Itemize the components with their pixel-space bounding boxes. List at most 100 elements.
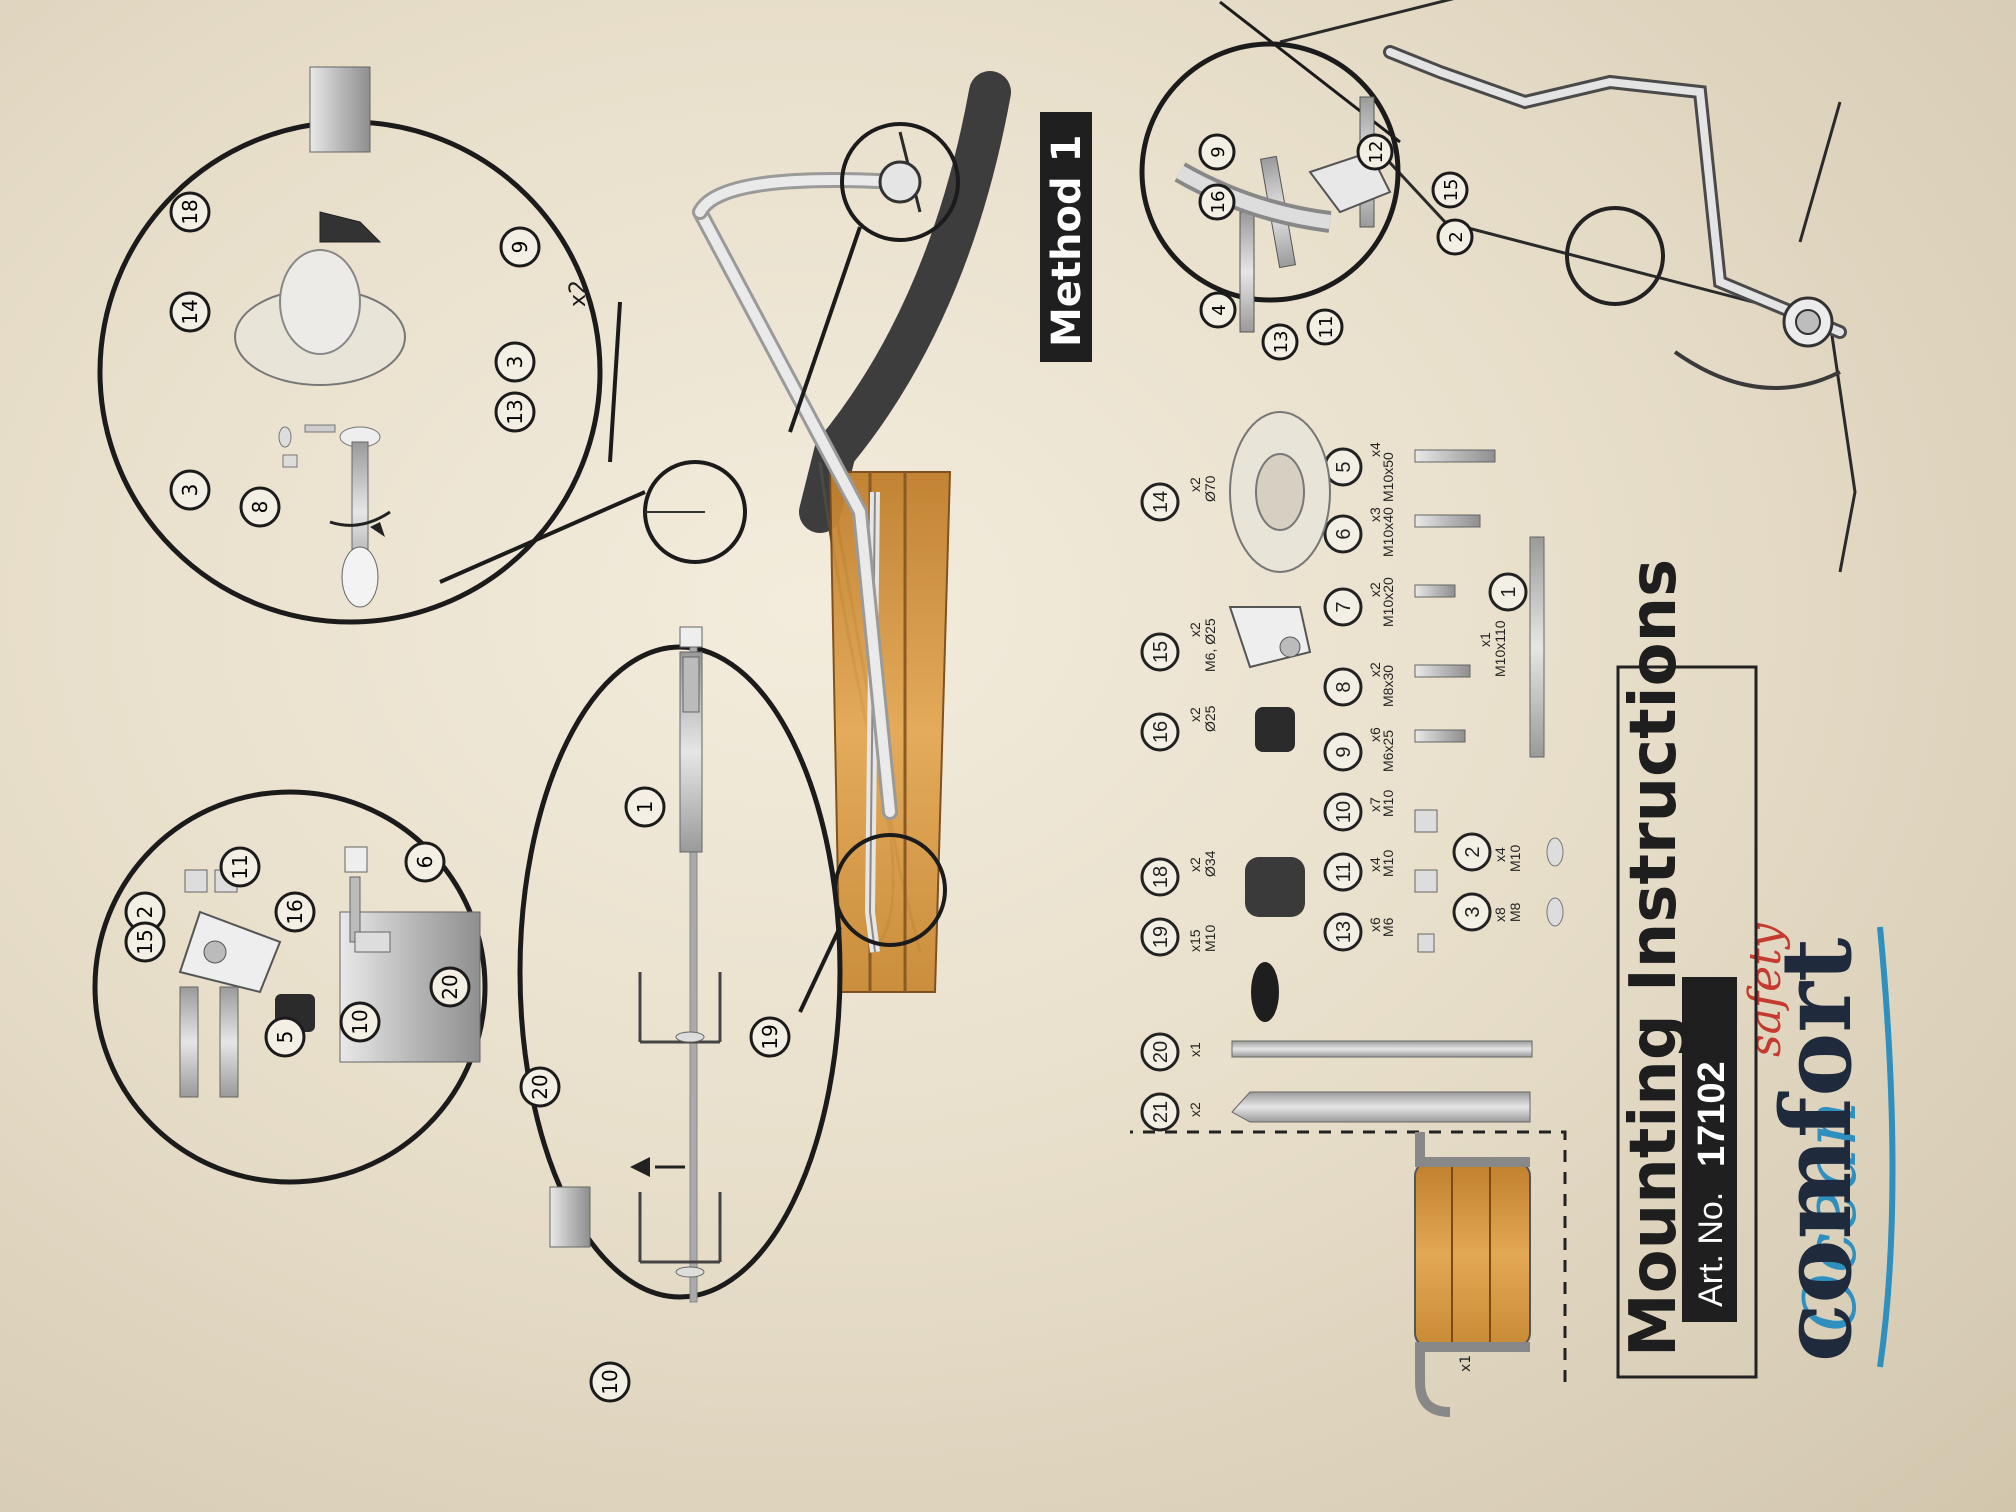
part-8: 8 x2 M8x30 xyxy=(1323,662,1471,707)
part-16: 16 x2 Ø25 xyxy=(1140,705,1295,752)
part-5-number: 5 xyxy=(1333,461,1355,472)
part-7-qty: x2 xyxy=(1367,582,1383,597)
art-number-label: Art. No. xyxy=(1692,1192,1730,1307)
part-11: 11 x4 M10 xyxy=(1323,850,1438,893)
callout-b-5: 5 xyxy=(273,1031,297,1044)
ladder-illustration xyxy=(643,71,1011,993)
part-8-number: 8 xyxy=(1333,681,1355,692)
part-19-qty: x15 xyxy=(1187,929,1203,952)
callout-a-14: 14 xyxy=(178,299,202,324)
title-frame xyxy=(1616,665,1758,1379)
callout-b-6: 6 xyxy=(413,856,437,869)
method-badge: Method 1 xyxy=(1040,112,1092,362)
pivot-circle xyxy=(1565,206,1665,306)
dashed-separator xyxy=(1130,1130,1567,1382)
callout-c-12: 12 xyxy=(1366,141,1387,164)
part-14-number: 14 xyxy=(1150,491,1172,513)
callouts-circle-c: 9 16 12 15 2 4 13 11 xyxy=(1198,133,1474,361)
part-6: 6 x3 M10x40 xyxy=(1323,507,1481,557)
callout-c-4: 4 xyxy=(1209,304,1230,315)
method-label: Method 1 xyxy=(1044,135,1090,347)
part-1-number: 1 xyxy=(1498,586,1520,597)
part-11-spec: M10 xyxy=(1380,850,1396,877)
part-14: 14 x2 Ø70 xyxy=(1140,411,1331,573)
part-21-number: 21 xyxy=(1150,1101,1172,1123)
part-19-spec: M10 xyxy=(1202,925,1218,952)
callout-c-9: 9 xyxy=(1208,146,1229,157)
part-6-number: 6 xyxy=(1333,528,1355,539)
brand-tag: safety xyxy=(1740,922,1791,1057)
part-3-spec: M8 xyxy=(1507,902,1523,922)
callout-c-16: 16 xyxy=(1208,191,1229,214)
callout-a-8: 8 xyxy=(248,501,272,514)
callout-oval-19: 19 xyxy=(758,1024,782,1049)
part-3-number: 3 xyxy=(1462,906,1484,917)
detail-oval-rod xyxy=(517,626,843,1303)
ladder-qty: x1 xyxy=(1458,1355,1474,1372)
callout-a-9: 9 xyxy=(508,241,532,254)
callout-b-2: 2 xyxy=(133,906,157,919)
callout-c-11: 11 xyxy=(1316,316,1337,339)
part-15-number: 15 xyxy=(1150,641,1172,663)
method-badge-bg xyxy=(1040,112,1092,362)
part-19-number: 19 xyxy=(1150,926,1172,948)
callout-b-15: 15 xyxy=(133,929,157,954)
part-16-number: 16 xyxy=(1150,721,1172,743)
callout-c-15: 15 xyxy=(1441,179,1462,202)
detail-a-multiplier: x2 xyxy=(566,280,591,307)
art-number-badge: Art. No. 17102 xyxy=(1682,977,1737,1322)
part-10-qty: x7 xyxy=(1367,797,1383,812)
title-box: Mounting Instructions xyxy=(1616,559,1758,1379)
part-6-spec: M10x40 xyxy=(1380,507,1396,557)
part-18-number: 18 xyxy=(1150,866,1172,888)
part-13: 13 x6 M6 xyxy=(1323,912,1435,953)
brand-name: comfort xyxy=(1760,938,1873,1362)
part-10-spec: M10 xyxy=(1380,790,1396,817)
part-7: 7 x2 M10x20 xyxy=(1323,577,1456,627)
part-8-spec: M8x30 xyxy=(1380,665,1396,707)
detail-circle-frame xyxy=(1139,0,1857,573)
callout-oval-20: 20 xyxy=(528,1074,552,1099)
part-21: 21 x2 xyxy=(1140,1091,1531,1132)
callout-b-20: 20 xyxy=(438,974,462,999)
part-19: 19 x15 M10 xyxy=(1140,917,1279,1022)
ladder-thumbnail: x1 xyxy=(1414,1132,1531,1417)
part-9-number: 9 xyxy=(1333,746,1355,757)
part-2-qty: x4 xyxy=(1492,847,1508,862)
part-1-qty: x1 xyxy=(1477,632,1493,647)
part-5: 5 x4 M10x50 xyxy=(1323,442,1496,502)
brand-logo: Ocean comfort safety xyxy=(1740,922,1896,1368)
part-13-spec: M6 xyxy=(1380,917,1396,937)
part-18: 18 x2 Ø34 xyxy=(1140,850,1305,917)
art-number-value: 17102 xyxy=(1691,1061,1733,1167)
art-number-bg xyxy=(1682,977,1737,1322)
callouts-circle-b: 11 2 15 16 6 20 10 5 xyxy=(124,841,471,1058)
part-16-spec: Ø25 xyxy=(1202,705,1218,732)
part-7-spec: M10x20 xyxy=(1380,577,1396,627)
detail-circle-a: x2 xyxy=(97,66,603,625)
callout-b-10: 10 xyxy=(348,1009,372,1034)
callout-c-2: 2 xyxy=(1446,231,1467,242)
part-14-qty: x2 xyxy=(1187,477,1203,492)
part-10-number: 10 xyxy=(1333,801,1355,823)
callout-oval-1: 1 xyxy=(633,801,657,814)
part-2-number: 2 xyxy=(1462,846,1484,857)
parts-list: 1 x1 M10x110 2 x4 M10 3 x8 M8 5 x4 M10x5… xyxy=(1140,411,1564,1132)
part-6-qty: x3 xyxy=(1367,507,1383,522)
part-18-spec: Ø34 xyxy=(1202,850,1218,877)
part-3-qty: x8 xyxy=(1492,907,1508,922)
part-9-qty: x6 xyxy=(1367,727,1383,742)
part-14-spec: Ø70 xyxy=(1202,475,1218,502)
part-1-image xyxy=(1529,536,1545,758)
part-20-number: 20 xyxy=(1150,1041,1172,1063)
page-title: Mounting Instructions xyxy=(1617,559,1691,1357)
part-20: 20 x1 xyxy=(1140,1032,1533,1072)
part-7-number: 7 xyxy=(1333,601,1355,612)
part-15-spec: M6, Ø25 xyxy=(1202,618,1218,672)
callout-a-3: 3 xyxy=(503,356,527,369)
callout-b-11: 11 xyxy=(228,854,252,879)
part-8-qty: x2 xyxy=(1367,662,1383,677)
part-2-spec: M10 xyxy=(1507,845,1523,872)
part-16-qty: x2 xyxy=(1187,707,1203,722)
ladder-step xyxy=(1414,1161,1531,1348)
